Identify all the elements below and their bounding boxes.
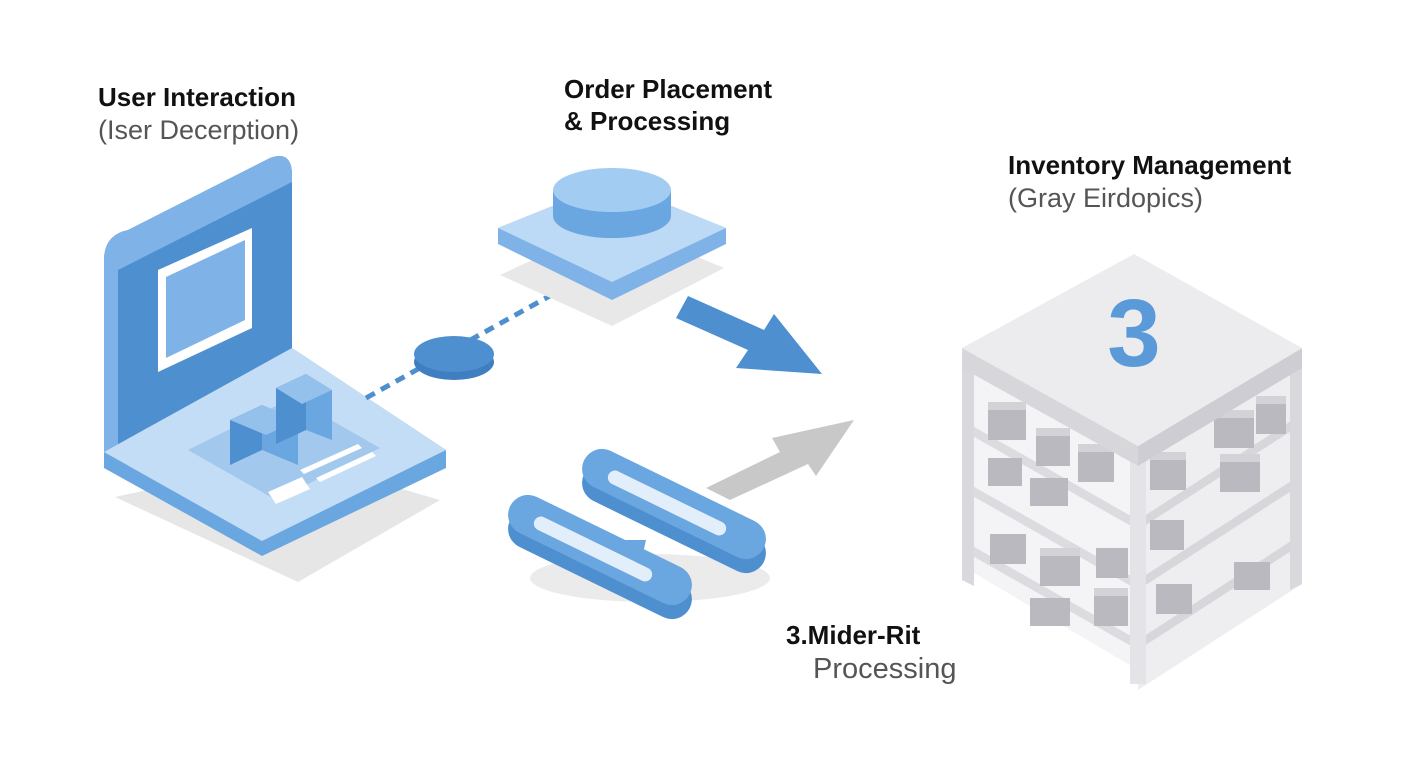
warehouse-number: 3 <box>1107 280 1160 387</box>
step-user-interaction-label: User Interaction (Iser Decerption) <box>98 82 299 147</box>
step-title: User Interaction <box>98 82 296 112</box>
h-shaped-block-icon <box>508 448 770 620</box>
dashed-connector <box>364 275 584 401</box>
step-inventory-management-label: Inventory Management (Gray Eirdopics) <box>1008 150 1291 215</box>
warehouse-rack-icon: 3 <box>962 254 1302 690</box>
gray-arrow-icon <box>706 420 854 500</box>
step-title-line2: & Processing <box>564 105 731 136</box>
step-subtitle: (Gray Eirdopics) <box>1008 182 1204 213</box>
step-title: Inventory Management <box>1008 150 1292 180</box>
laptop-icon <box>104 156 446 582</box>
step-title: Order Placement <box>564 74 773 104</box>
step-subtitle: Processing <box>813 652 957 685</box>
step-title: 3.Mider-Rit <box>786 620 921 650</box>
blue-arrow-icon <box>676 296 822 374</box>
step-mider-rit-label: 3.Mider-Rit Processing <box>786 620 956 687</box>
connector-node-icon <box>414 336 494 380</box>
step-order-placement-label: Order Placement & Processing <box>564 74 772 137</box>
button-platform-icon <box>498 168 726 326</box>
step-subtitle: (Iser Decerption) <box>98 114 300 145</box>
